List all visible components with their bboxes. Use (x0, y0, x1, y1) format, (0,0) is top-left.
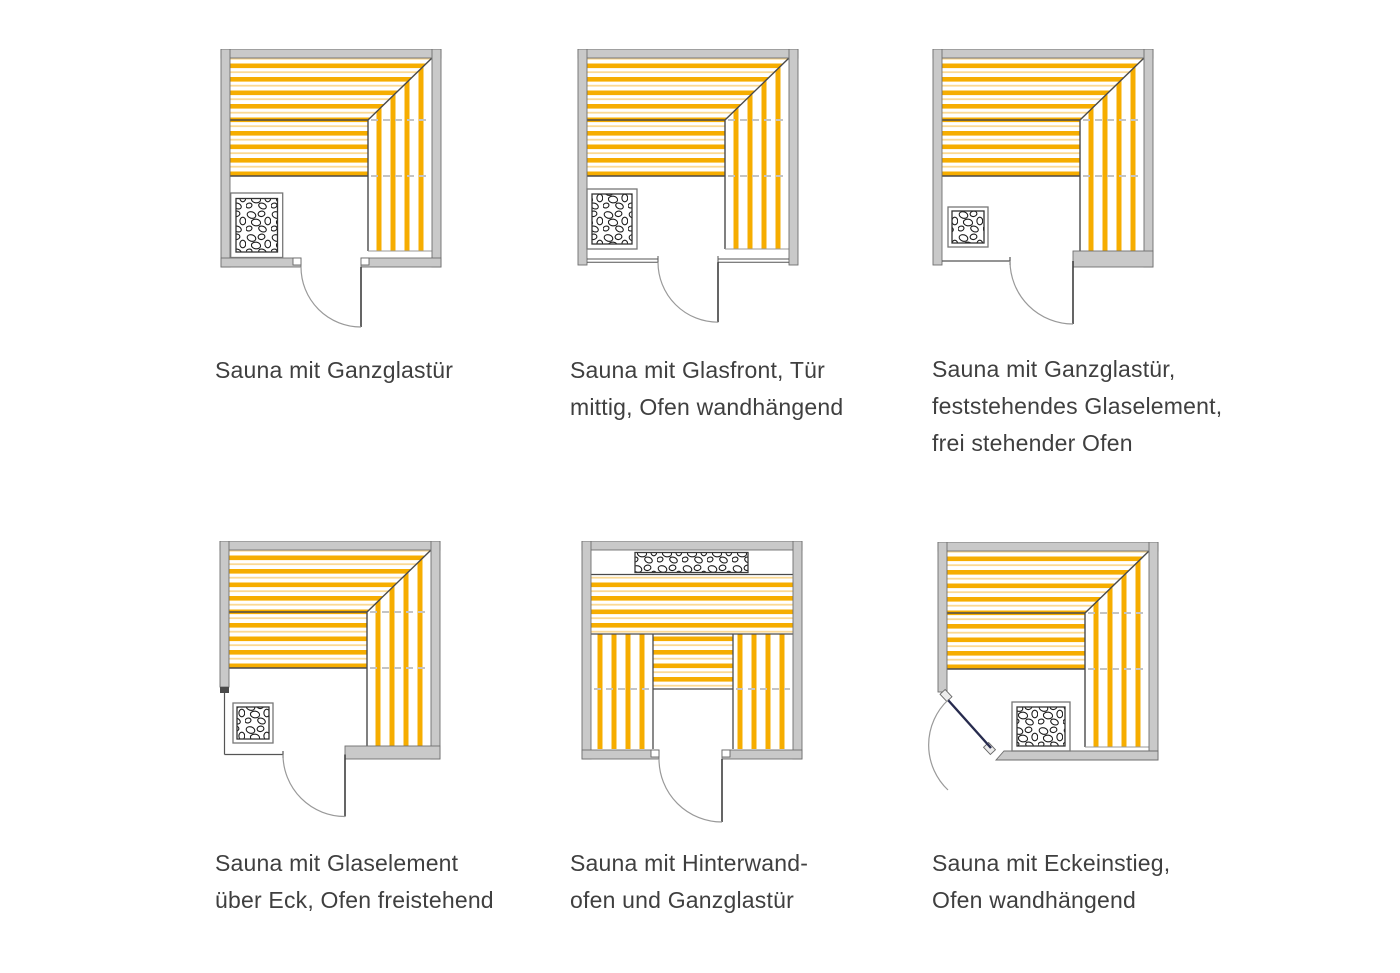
caption-plan-4: Sauna mit Glaselement über Eck, Ofen fre… (215, 845, 494, 919)
sauna-plan-1-diagram (220, 49, 442, 328)
walls (932, 49, 1154, 268)
walls (577, 49, 799, 266)
caption-line: Sauna mit Ganzglastür, (932, 356, 1176, 382)
bench-center-horizontal (653, 634, 733, 689)
glass-door-swing (282, 754, 346, 818)
bench-right-vertical (1085, 551, 1149, 747)
glass-door-swing (1009, 260, 1074, 325)
glass-door-swing (658, 758, 723, 823)
bench-dashed-lines (371, 119, 429, 177)
caption-plan-1: Sauna mit Ganzglastür (215, 352, 453, 389)
caption-line: feststehendes Glaselement, (932, 393, 1223, 419)
corner-glass-door-swing (928, 699, 992, 791)
bench-dashed-lines (370, 611, 428, 669)
bench-dashed-lines (1083, 119, 1141, 177)
figure-sauna-plan-4 (205, 541, 455, 841)
figure-sauna-plan-2 (563, 49, 813, 349)
bench-right-vertical (368, 58, 432, 251)
sauna-plan-4-diagram (219, 541, 441, 818)
bench-top-horizontal (947, 551, 1149, 669)
bench-edges (942, 57, 1145, 251)
caption-line: über Eck, Ofen freistehend (215, 887, 494, 913)
bench-right-vertical (725, 58, 789, 249)
walls (220, 49, 442, 268)
wall-end-cap (220, 687, 229, 693)
bench-edges (229, 549, 432, 746)
sauna-plan-5-diagram (581, 541, 803, 823)
caption-line: Sauna mit Eckeinstieg, (932, 850, 1171, 876)
figure-sauna-plan-5 (567, 541, 817, 841)
sauna-heater-icon (1011, 701, 1071, 752)
bench-top-horizontal (587, 58, 789, 176)
bench-right-vertical (733, 634, 793, 749)
caption-plan-5: Sauna mit Hinterwand- ofen und Ganzglast… (570, 845, 808, 919)
glass-door-swing (300, 266, 362, 328)
figure-sauna-plan-1 (206, 49, 456, 349)
sauna-heater-icon (230, 192, 284, 259)
sauna-plan-3-diagram (932, 49, 1154, 325)
sauna-plan-6-diagram (928, 542, 1159, 791)
figure-sauna-plan-6 (923, 542, 1173, 842)
bench-edges (947, 550, 1150, 747)
bench-right-vertical (367, 550, 431, 746)
glass-front (587, 256, 789, 265)
bench-edges (230, 57, 433, 251)
caption-plan-2: Sauna mit Glasfront, Tür mittig, Ofen wa… (570, 352, 843, 426)
corner-door-jambs (939, 688, 997, 756)
caption-line: Sauna mit Ganzglastür (215, 357, 454, 383)
bench-rear-horizontal (591, 575, 793, 634)
caption-plan-6: Sauna mit Eckeinstieg, Ofen wandhängend (932, 845, 1170, 919)
door-jambs (650, 749, 731, 758)
door-jambs (292, 257, 370, 266)
sauna-heater-icon (947, 206, 989, 248)
glass-door-swing (657, 262, 719, 323)
caption-line: Sauna mit Hinterwand- (570, 850, 809, 876)
caption-line: frei stehender Ofen (932, 430, 1133, 456)
sauna-heater-icon (232, 702, 274, 744)
caption-line: Ofen wandhängend (932, 887, 1136, 913)
bench-top-horizontal (942, 58, 1144, 176)
bench-left-vertical (591, 634, 653, 749)
caption-line: Sauna mit Glasfront, Tür (570, 357, 825, 383)
walls (581, 541, 803, 760)
bench-right-vertical (1080, 58, 1144, 251)
walls (219, 541, 441, 760)
glass-front (942, 257, 1011, 265)
sauna-plan-2-diagram (577, 49, 799, 323)
caption-line: Sauna mit Glaselement (215, 850, 459, 876)
bench-top-horizontal (229, 550, 431, 668)
bench-top-horizontal (230, 58, 432, 176)
bench-dashed-lines (728, 119, 786, 177)
sauna-heater-icon (586, 188, 638, 250)
caption-line: ofen und Ganzglastür (570, 887, 794, 913)
caption-plan-3: Sauna mit Ganzglastür, feststehendes Gla… (932, 351, 1222, 462)
caption-line: mittig, Ofen wandhängend (570, 394, 844, 420)
walls (937, 542, 1159, 761)
bench-dashed-lines (1088, 612, 1146, 670)
rear-wall-heater-icon (634, 551, 749, 574)
bench-edges (591, 633, 793, 749)
bench-edges (587, 57, 790, 249)
figure-sauna-plan-3 (918, 49, 1168, 349)
